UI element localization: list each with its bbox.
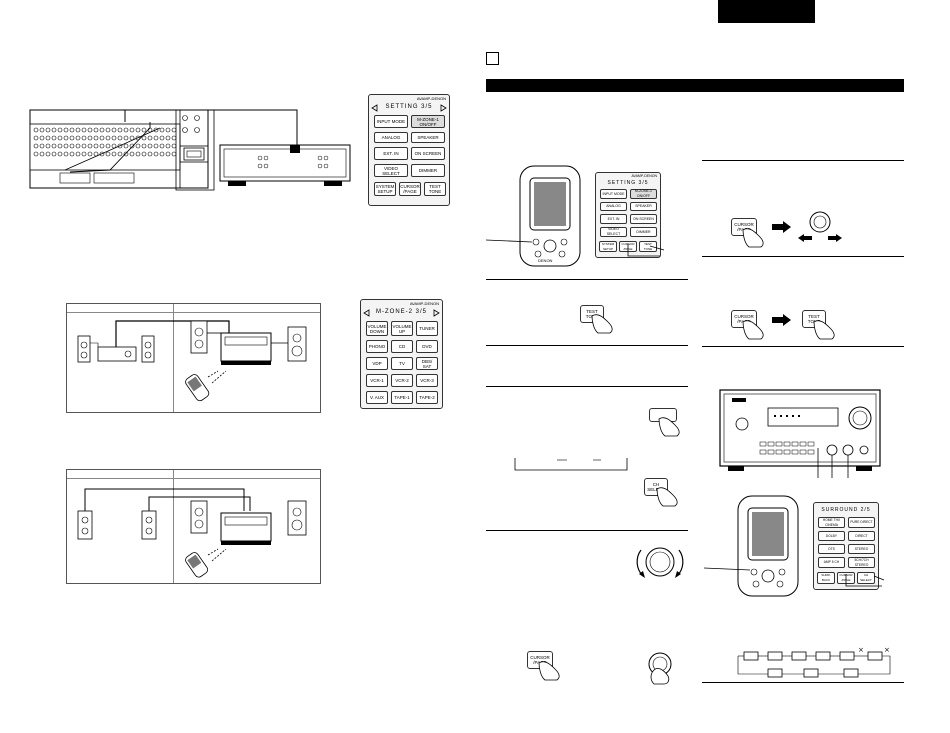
finger-icon <box>742 228 764 248</box>
analog-button[interactable]: ANALOG <box>374 132 408 143</box>
finger-icon <box>813 320 835 340</box>
mzone1-onoff-button[interactable]: M-ZONE-1 ON/OFF <box>411 115 445 128</box>
callout-lines-2 <box>845 574 885 587</box>
arrow-left-icon <box>363 309 370 317</box>
analog-button[interactable]: ANALOG <box>600 202 627 211</box>
stereo-button[interactable]: STEREO <box>848 544 875 554</box>
ext-in-button[interactable]: EXT. IN <box>374 147 408 160</box>
video-select-button[interactable]: VIDEO SELECT <box>600 227 627 237</box>
arrow-right-icon <box>772 314 791 326</box>
arrow-right-icon <box>433 309 440 317</box>
remote-setting-panel: AVAMP-DENON SETTING 3/5 INPUT MODE M-ZON… <box>595 172 661 258</box>
knob-left-right-icon <box>798 211 842 242</box>
system-setup-button[interactable]: SYSTEM SETUP <box>599 241 617 252</box>
vcr3-button[interactable]: VCR-3 <box>416 374 438 387</box>
finger-icon <box>656 487 678 507</box>
phono-button[interactable]: PHONO <box>366 340 388 353</box>
test-tone-button[interactable]: TEST TONE <box>639 241 657 252</box>
svg-text:×: × <box>858 646 864 654</box>
pure-direct-button[interactable]: PURE DIRECT <box>848 517 875 528</box>
vdp-button[interactable]: VDP <box>366 357 388 370</box>
language-tab <box>718 0 815 23</box>
amp-5ch-button[interactable]: AMP 5 CH <box>818 557 845 568</box>
bottom-divider <box>702 682 904 683</box>
divider <box>486 279 688 280</box>
cd-button[interactable]: CD <box>391 340 413 353</box>
knob-press-icon <box>648 652 672 685</box>
dbs-sat-button[interactable]: DBS/ SAT <box>416 357 438 370</box>
remote-control-illustration <box>485 165 581 267</box>
dimmer-button[interactable]: DIMMER <box>411 164 445 177</box>
divider <box>486 530 688 531</box>
system-setup-button[interactable]: SYSTEM SETUP <box>374 182 396 196</box>
home-thx-cinema-button[interactable]: HOME THX CINEMA <box>818 517 845 528</box>
setting-panel-title: SETTING 3/5 <box>385 104 433 110</box>
v-aux-button[interactable]: V. AUX <box>366 391 388 404</box>
ext-in-button[interactable]: EXT. IN <box>600 214 627 224</box>
arrow-right-icon <box>440 104 447 112</box>
remote-control-illustration-2 <box>703 495 799 597</box>
remote-panel-title: SETTING 3/5 <box>607 180 649 186</box>
remote-panel-brand: AVAMP-DENON <box>631 174 657 178</box>
finger-icon <box>591 314 613 334</box>
speaker-button[interactable]: SPEAKER <box>630 202 657 211</box>
vcr2-button[interactable]: VCR-2 <box>391 374 413 387</box>
svg-text:×: × <box>884 646 890 654</box>
tape2-button[interactable]: TAPE-2 <box>416 391 438 404</box>
input-mode-button[interactable]: INPUT MODE <box>374 115 408 128</box>
test-tone-key-2[interactable]: TEST TONE <box>802 310 826 328</box>
finger-icon <box>538 661 560 681</box>
multi-zone-illustration-1 <box>77 320 307 402</box>
dts-button[interactable]: DTS <box>818 544 845 554</box>
rotary-knob-icon <box>636 547 684 578</box>
speaker-button[interactable]: SPEAKER <box>411 132 445 143</box>
receiver-rear-panel-diagram <box>29 109 351 191</box>
cycle-flow-diagram <box>514 458 628 471</box>
mzone2-panel-title: M-ZONE-2 3/5 <box>375 309 427 315</box>
divider <box>702 256 904 257</box>
test-tone-button[interactable]: TEST TONE <box>424 182 446 196</box>
direct-button[interactable]: DIRECT <box>848 531 875 541</box>
cursor-page-button[interactable]: CURSOR /PAGE <box>399 182 421 196</box>
tv-button[interactable]: TV <box>391 357 413 370</box>
on-screen-button[interactable]: ON SCREEN <box>630 214 657 224</box>
ch-select-button[interactable]: CH SELECT <box>857 572 875 584</box>
divider <box>486 345 688 346</box>
setting-panel-brand: AVAMP-DENON <box>416 96 446 101</box>
mzone2-panel-brand: AVAMP-DENON <box>409 301 439 306</box>
arrow-left-icon <box>371 104 378 112</box>
mzone1-onoff-button[interactable]: M-ZONE-1 ON/OFF <box>630 189 657 199</box>
input-mode-button[interactable]: INPUT MODE <box>600 189 627 199</box>
channel-cycle-flow: × × <box>737 646 891 678</box>
dolby-button[interactable]: DOLBY <box>818 531 845 541</box>
tape1-button[interactable]: TAPE-1 <box>391 391 413 404</box>
vcr1-button[interactable]: VCR-1 <box>366 374 388 387</box>
callout-lines <box>627 244 665 257</box>
receiver-front-panel <box>719 389 881 478</box>
divider <box>702 346 904 347</box>
arrow-right-icon <box>772 221 791 233</box>
remote-brand-label: DENON <box>538 258 553 263</box>
divider <box>486 386 688 387</box>
dimmer-button[interactable]: DIMMER <box>630 227 657 237</box>
dvd-button[interactable]: DVD <box>416 340 438 353</box>
divider <box>702 160 904 161</box>
on-screen-button[interactable]: ON SCREEN <box>411 147 445 160</box>
section-checkbox <box>486 52 499 65</box>
video-select-button[interactable]: VIDEO SELECT <box>374 164 408 177</box>
surround-panel-title: SURROUND 2/5 <box>821 507 871 513</box>
5ch-7ch-stereo-button[interactable]: 5CH/7CH STEREO <box>848 557 875 568</box>
surr-back-button[interactable]: SURR. BACK <box>817 572 835 584</box>
setting-panel: AVAMP-DENON SETTING 3/5 INPUT MODE M-ZON… <box>368 94 450 206</box>
volume-down-button[interactable]: VOLUME DOWN <box>366 321 388 336</box>
finger-icon <box>658 417 680 437</box>
tuner-button[interactable]: TUNER <box>416 321 438 336</box>
section-title-bar <box>486 79 904 92</box>
multi-zone-illustration-2 <box>77 488 307 578</box>
finger-icon <box>742 320 764 340</box>
mzone2-panel: AVAMP-DENON M-ZONE-2 3/5 VOLUME DOWN VOL… <box>360 299 443 409</box>
volume-up-button[interactable]: VOLUME UP <box>391 321 413 336</box>
